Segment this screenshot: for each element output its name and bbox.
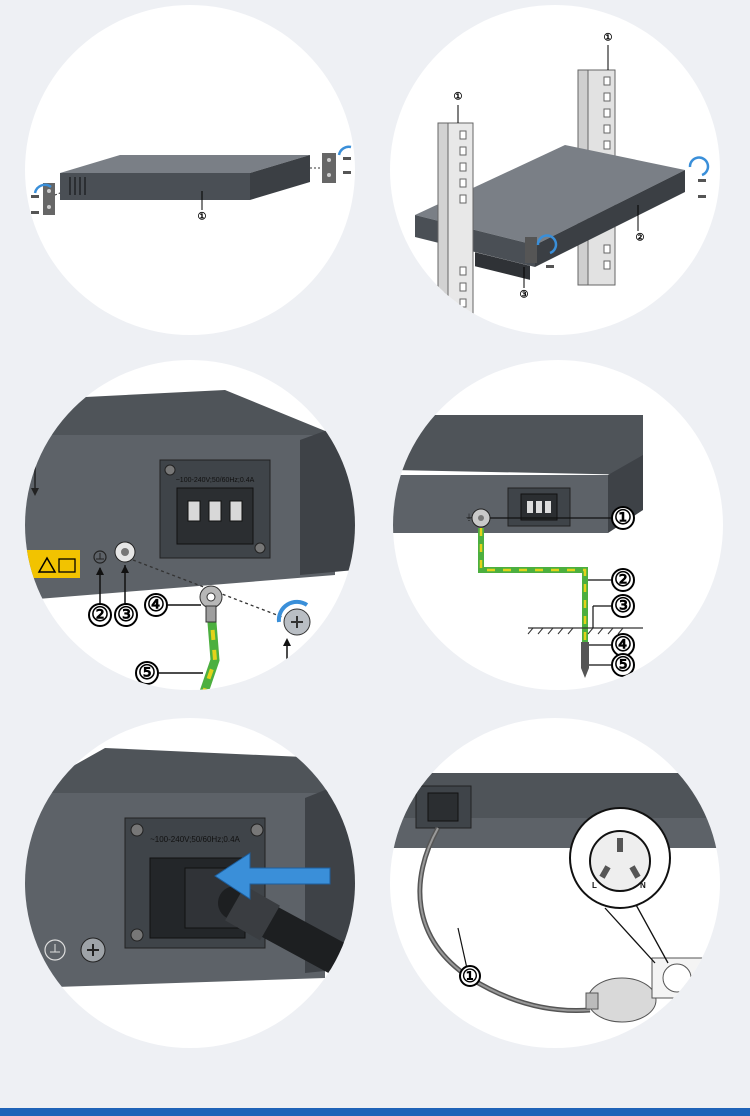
device-side [300,420,355,575]
left-screws [31,195,39,214]
manual-icon [58,558,76,573]
right-screws [343,157,351,174]
front-bracket [525,237,537,263]
rack-mount-illustration: ① ① ② ③ [415,33,710,319]
callout-2-device: ② [636,233,645,244]
ground-symbol-icon [44,939,66,961]
callout-1-ground-lug: ① [614,507,632,529]
socket-ground-pin [617,838,623,852]
right-bracket [322,153,336,183]
earth-ground-illustration: ⏚ ① ② ③ ④ ⑤ [393,415,643,678]
device-front [60,173,250,200]
rotate-arrow-icon [276,599,309,623]
socket-letter-l: L [592,881,597,890]
vent-lines [69,177,86,195]
callout-4-ring-lug: ④ [147,594,165,616]
callout-5-ground-wire: ⑤ [138,662,156,684]
screw-icon [698,179,706,182]
panel-install-brackets: ① [25,5,355,335]
left-bracket [43,183,55,215]
bracket-install-illustration: ① [31,145,352,223]
device-top [390,773,720,818]
warning-icon [37,556,57,573]
rotate-arrow-icon [33,183,52,194]
power-outlet-illustration: L N ① [390,773,720,1023]
callout-2-ground-symbol: ② [91,604,109,626]
device-top [415,145,685,245]
device-rear-panel [393,475,608,533]
rotate-arrow-icon [536,234,558,255]
screw-icon [546,265,554,268]
callout-1-front-post: ① [454,92,463,103]
callout-3-ground-hole: ③ [117,604,135,626]
ground-terminal-illustration: ~100-240V;50/60Hz;0.4A [25,390,355,690]
bottom-accent-bar [0,1108,750,1116]
panel-ground-terminal: ~100-240V;50/60Hz;0.4A [25,360,355,690]
rotate-arrow-icon [337,145,352,156]
ground-wire [199,609,220,690]
power-rating-label: ~100-240V;50/60Hz;0.4A [150,835,240,844]
callout-1-power-cord: ① [462,966,478,986]
socket-neutral-pin [629,865,641,879]
callout-3-bracket: ③ [520,290,529,301]
callout-3-earth-surface: ③ [614,595,632,617]
device-top [25,748,335,793]
power-cord [417,826,591,1013]
callout-1-rear-post: ① [604,33,613,44]
insert-arrow-icon [214,852,331,900]
iec-plug [427,792,459,822]
panel-power-outlet: L N ① [390,718,720,1048]
warning-label [25,550,80,578]
ground-symbol-icon [93,550,107,564]
panel-rack-mount: ① ① ② ③ [390,5,720,335]
socket-letter-n: N [640,881,646,890]
callout-1: ① [198,212,207,223]
power-plug-illustration: ~100-240V;50/60Hz;0.4A [25,748,355,988]
device-side [535,170,685,267]
device-side [250,155,310,200]
device-top [60,155,310,173]
callout-5-ground-rod: ⑤ [614,654,632,676]
rotate-arrow-icon [688,156,710,177]
device-top [25,390,335,435]
panel-earth-ground: ⏚ ① ② ③ ④ ⑤ [393,360,723,690]
panel-power-plug: ~100-240V;50/60Hz;0.4A [25,718,355,1048]
ground-symbol-icon: ⏚ [465,513,473,522]
callout-4-clamp: ④ [614,634,632,656]
screw-icon [698,195,706,198]
ground-rod [581,642,589,668]
power-rating-label: ~100-240V;50/60Hz;0.4A [176,477,255,484]
callout-2-ground-wire: ② [614,569,632,591]
socket-live-pin [599,865,611,879]
rack-post-front [437,122,474,319]
device-top [393,415,643,475]
